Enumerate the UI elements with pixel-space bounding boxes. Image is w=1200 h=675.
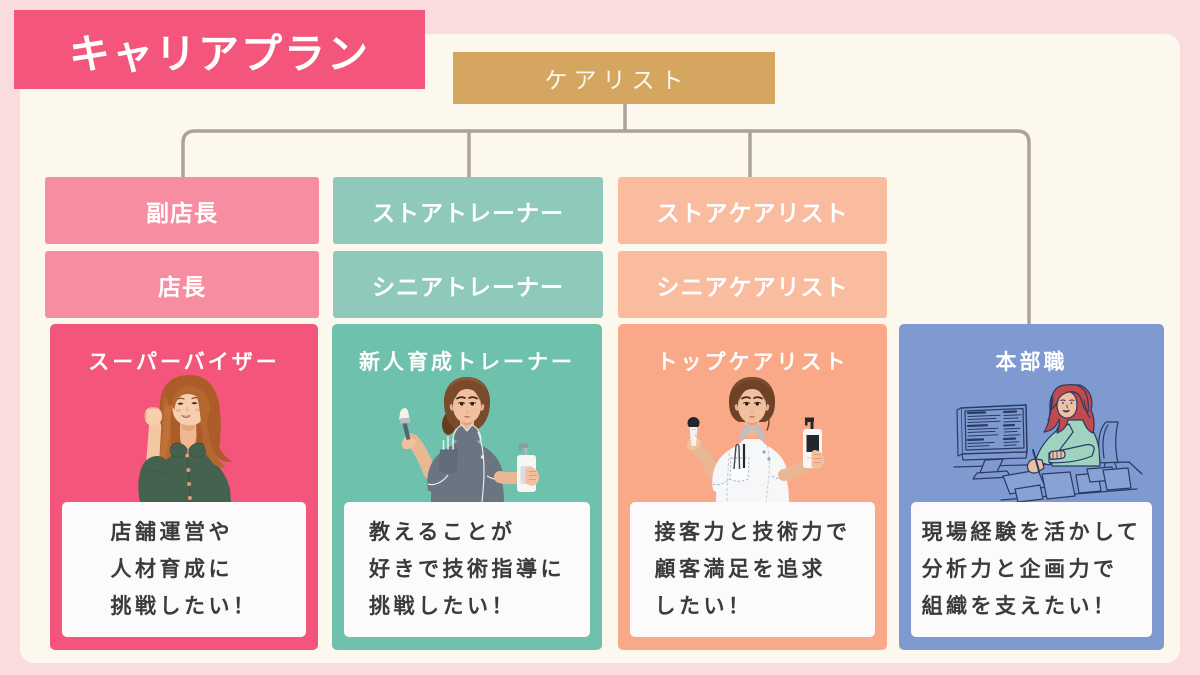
root-node-carelist: ケアリスト bbox=[453, 52, 775, 104]
description-line: 組織を支えたい！ bbox=[921, 595, 1118, 618]
description-line: 挑戦したい！ bbox=[369, 595, 516, 618]
description-text: 現場経験を活かして 分析力と企画力で 組織を支えたい！ bbox=[922, 514, 1142, 625]
node-label: シニアケアリスト bbox=[656, 273, 849, 300]
woman-fist-pump-illustration bbox=[50, 372, 318, 502]
description-line: 店舗運営や bbox=[110, 521, 233, 544]
node-label: ストアケアリスト bbox=[656, 199, 849, 226]
node-store-trainer: ストアトレーナー bbox=[333, 177, 603, 244]
esthetician-gray-uniform-illustration bbox=[332, 372, 602, 502]
node-senior-carelist: シニアケアリスト bbox=[618, 251, 887, 318]
esthetician-white-uniform-illustration bbox=[618, 372, 887, 502]
node-fukutencho: 副店長 bbox=[45, 177, 319, 244]
description-box: 教えることが 好きで技術指導に 挑戦したい！ bbox=[344, 502, 590, 637]
description-text: 接客力と技術力で 顧客満足を追求 したい！ bbox=[655, 514, 851, 625]
description-box: 店舗運営や 人材育成に 挑戦したい！ bbox=[62, 502, 306, 637]
node-label: 店長 bbox=[158, 273, 206, 300]
card-headquarters: 本部職 bbox=[899, 324, 1164, 650]
page-title: キャリアプラン bbox=[69, 30, 370, 77]
description-text: 店舗運営や 人材育成に 挑戦したい！ bbox=[111, 514, 258, 625]
node-label: シニアトレーナー bbox=[372, 273, 564, 300]
description-line: 好きで技術指導に bbox=[369, 558, 565, 581]
card-trainer: 新人育成トレーナー bbox=[332, 324, 602, 650]
woman-desk-computer-illustration bbox=[899, 372, 1164, 502]
description-line: したい！ bbox=[654, 595, 753, 618]
description-box: 接客力と技術力で 顧客満足を追求 したい！ bbox=[630, 502, 875, 637]
card-title: 新人育成トレーナー bbox=[359, 351, 575, 374]
node-tencho: 店長 bbox=[45, 251, 319, 318]
card-title: トップケアリスト bbox=[656, 351, 849, 374]
description-line: 教えることが bbox=[369, 521, 516, 544]
description-line: 顧客満足を追求 bbox=[654, 558, 826, 581]
description-text: 教えることが 好きで技術指導に 挑戦したい！ bbox=[369, 514, 565, 625]
root-node-label: ケアリスト bbox=[544, 67, 690, 93]
card-top-carelist: トップケアリスト bbox=[618, 324, 887, 650]
node-label: 副店長 bbox=[146, 199, 218, 226]
card-title: 本部職 bbox=[995, 351, 1068, 374]
description-line: 現場経験を活かして bbox=[921, 521, 1142, 544]
description-line: 分析力と企画力で bbox=[921, 558, 1118, 581]
node-label: ストアトレーナー bbox=[372, 199, 564, 226]
card-title: スーパーバイザー bbox=[88, 351, 280, 374]
description-box: 現場経験を活かして 分析力と企画力で 組織を支えたい！ bbox=[911, 502, 1152, 637]
page-title-banner: キャリアプラン bbox=[14, 10, 425, 89]
node-senior-trainer: シニアトレーナー bbox=[333, 251, 603, 318]
card-supervisor: スーパーバイザー 店舗運営や bbox=[50, 324, 318, 650]
node-store-carelist: ストアケアリスト bbox=[618, 177, 887, 244]
description-line: 接客力と技術力で bbox=[654, 521, 851, 544]
description-line: 挑戦したい！ bbox=[110, 595, 258, 618]
description-line: 人材育成に bbox=[110, 558, 233, 581]
